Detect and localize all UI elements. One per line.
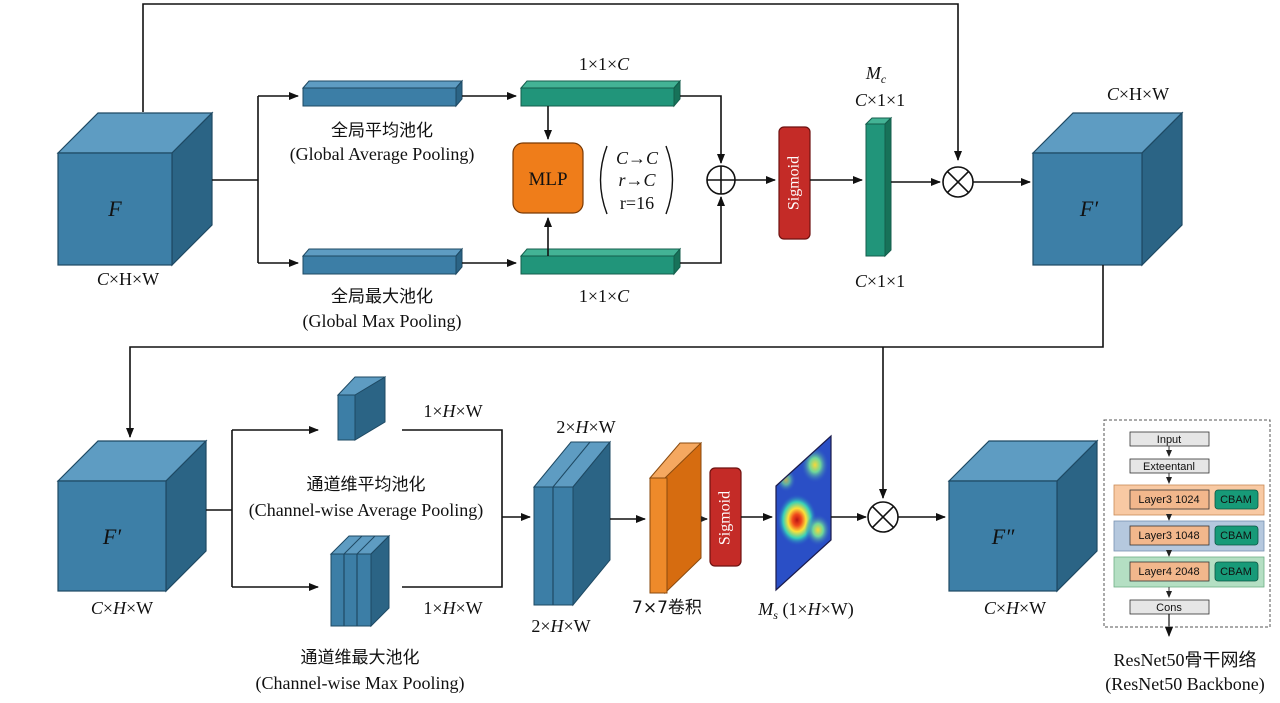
backbone-caption-en: (ResNet50 Backbone) bbox=[1105, 674, 1264, 695]
mlp-param-3: r=16 bbox=[620, 193, 654, 213]
connection-to-spatial bbox=[126, 265, 1104, 438]
backbone-input-label: Input bbox=[1157, 434, 1181, 446]
max-pool-plates bbox=[329, 534, 391, 628]
mlp-param-2: r→C bbox=[618, 170, 656, 190]
backbone-layer-c bbox=[1129, 561, 1210, 582]
sum-operator bbox=[706, 165, 736, 195]
sigmoid-label-spatial: Sigmoid bbox=[717, 491, 734, 545]
arrow-top-to-sum bbox=[680, 95, 725, 164]
mlp-paren-right bbox=[665, 145, 674, 215]
cube-F-label: F bbox=[107, 196, 122, 221]
backbone-cbam-2 bbox=[1214, 525, 1259, 546]
max-dims: 1×H×W bbox=[423, 598, 482, 618]
ms-heatmap bbox=[775, 434, 832, 592]
cube-F-prime-dims: C×H×W bbox=[1107, 84, 1169, 104]
cube-F-prime bbox=[1031, 111, 1184, 267]
backbone-layer-a bbox=[1129, 489, 1210, 510]
backbone-panel bbox=[1103, 419, 1271, 628]
conv-label: 7×7卷积 bbox=[632, 598, 702, 618]
cube-F-prime-spatial-dims: C×H×W bbox=[91, 598, 153, 618]
backbone-cbam-1 bbox=[1214, 489, 1259, 510]
backbone-cbam-3 bbox=[1214, 561, 1259, 582]
line-avg-to-concat bbox=[402, 429, 503, 517]
fc-top-bar bbox=[519, 79, 682, 108]
backbone-extension-label: Exteentanl bbox=[1143, 461, 1195, 473]
backbone-layer-b-label: Layer3 1048 bbox=[1138, 530, 1199, 542]
backbone-layer-b bbox=[1129, 525, 1210, 546]
max-label-cn: 通道维最大池化 bbox=[301, 648, 420, 668]
gmp-label-en: (Global Max Pooling) bbox=[303, 311, 462, 332]
fc-top-dims: 1×1×C bbox=[579, 54, 630, 74]
backbone-caption-cn: ResNet50骨干网络 bbox=[1114, 650, 1257, 670]
conv-block bbox=[648, 441, 703, 595]
multiply-operator-spatial bbox=[867, 501, 899, 533]
avg-pool-plate bbox=[336, 376, 387, 441]
cube-F-prime-spatial-label: F′ bbox=[102, 524, 122, 549]
fc-bottom-bar bbox=[519, 247, 682, 276]
backbone-layer-a-label: Layer3 1024 bbox=[1138, 494, 1199, 506]
mlp-param-1: C→C bbox=[616, 148, 659, 168]
max-label-en: (Channel-wise Max Pooling) bbox=[256, 673, 465, 694]
avg-label-en: (Channel-wise Average Pooling) bbox=[249, 500, 484, 521]
gmp-label-cn: 全局最大池化 bbox=[331, 287, 433, 307]
arrow-bottom-to-sum bbox=[680, 196, 725, 264]
mc-dims-top: C×1×1 bbox=[855, 90, 905, 110]
backbone-cbam-1-label: CBAM bbox=[1220, 494, 1252, 506]
backbone-cbam-3-label: CBAM bbox=[1220, 566, 1252, 578]
gap-label-cn: 全局平均池化 bbox=[331, 121, 433, 141]
cube-F-double-prime-label: F″ bbox=[991, 524, 1015, 549]
backbone-layer-c-label: Layer4 2048 bbox=[1138, 566, 1199, 578]
sigmoid-label-channel: Sigmoid bbox=[786, 156, 803, 210]
ms-label: Ms (1×H×W) bbox=[757, 599, 853, 622]
cube-F-dims: C×H×W bbox=[97, 269, 159, 289]
multiply-operator-channel bbox=[942, 166, 974, 198]
concat-dims-bottom: 2×H×W bbox=[531, 616, 590, 636]
mlp-label: MLP bbox=[528, 169, 567, 190]
mc-dims-bottom: C×1×1 bbox=[855, 271, 905, 291]
concat-dims-top: 2×H×W bbox=[556, 417, 615, 437]
cube-F-prime-label: F′ bbox=[1079, 196, 1099, 221]
cube-F-prime-spatial bbox=[56, 439, 208, 593]
gap-label-en: (Global Average Pooling) bbox=[290, 144, 475, 165]
skip-connection-top bbox=[142, 3, 962, 161]
gmp-bar bbox=[301, 247, 464, 276]
concat-plates bbox=[532, 440, 612, 607]
cube-F bbox=[56, 111, 214, 267]
gap-bar bbox=[301, 79, 464, 108]
cube-F-double-prime-dims: C×H×W bbox=[984, 598, 1046, 618]
fc-bottom-dims: 1×1×C bbox=[579, 286, 630, 306]
mlp-block bbox=[512, 142, 584, 214]
line-max-to-concat bbox=[402, 517, 503, 588]
backbone-cons-label: Cons bbox=[1156, 602, 1182, 614]
backbone-cbam-2-label: CBAM bbox=[1220, 530, 1252, 542]
avg-label-cn: 通道维平均池化 bbox=[307, 475, 426, 495]
mc-label: Mc bbox=[865, 63, 887, 86]
cube-F-double-prime bbox=[947, 439, 1099, 593]
avg-dims: 1×H×W bbox=[423, 401, 482, 421]
mc-bar bbox=[864, 116, 893, 258]
sigmoid-block-channel bbox=[778, 126, 811, 240]
mlp-paren-left bbox=[599, 145, 608, 215]
